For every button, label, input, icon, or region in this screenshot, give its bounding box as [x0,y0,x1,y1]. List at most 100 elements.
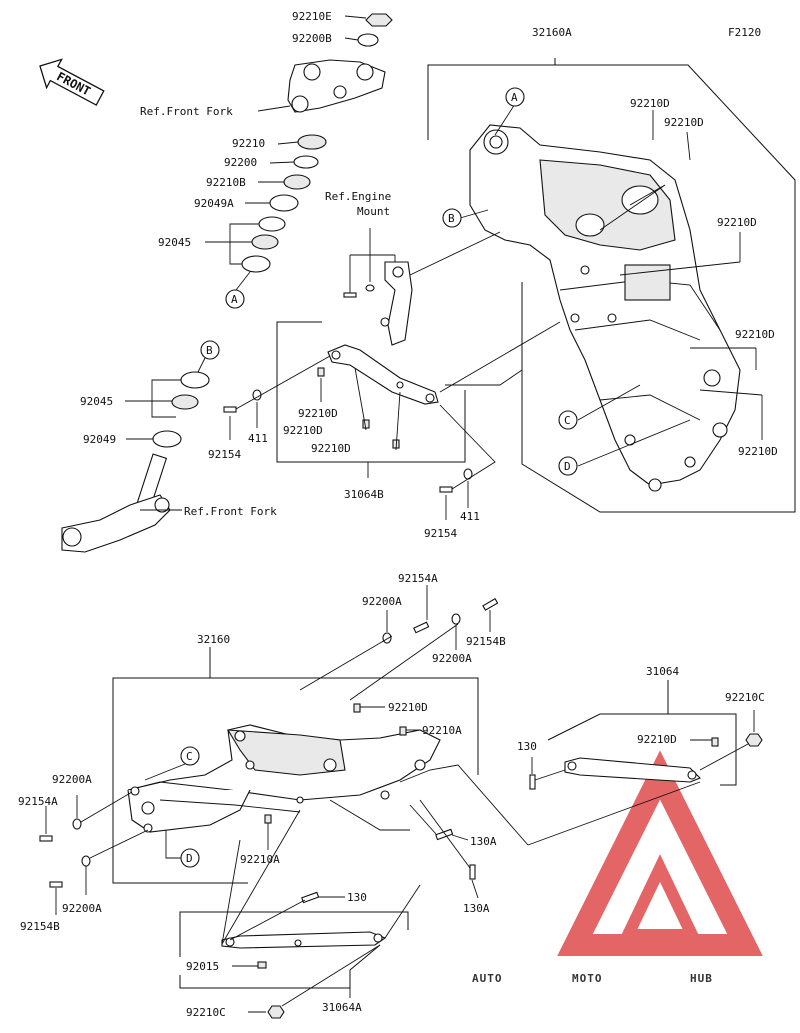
callout-d-rear: D [180,848,200,868]
lower-bracket-box [179,911,409,957]
label-32160a: 32160A [532,26,572,39]
label-92210e: 92210E [292,10,332,23]
main-frame-bracket [427,58,556,140]
label-92045-lower: 92045 [80,395,113,408]
bolt-engine-mount [343,292,357,298]
label-92154a-left: 92154A [18,795,58,808]
svg-text:B: B [206,344,213,357]
label-92210d-b: 92210D [664,116,704,129]
bolt-92154-left [223,406,237,413]
svg-text:A: A [231,293,238,306]
rear-bracket-group: 31064 92210D 92210C 130 [517,665,765,846]
engine-mount-bracket [384,261,413,346]
label-92210a-rear-top: 92210A [422,724,462,737]
rear-bracket-box [547,680,669,741]
label-92154-right: 92154 [424,527,457,540]
bolt-92154b-top [482,598,499,611]
figure-code: F2120 [728,26,761,39]
nut-92210 [297,134,327,150]
svg-text:B: B [448,212,455,225]
label-92200a-top: 92200A [362,595,402,608]
svg-text:A: A [511,91,518,104]
front-label: FRONT [54,69,92,98]
engine-mount-group: 31064B Ref.Engine Mount 92210D 92210D 92… [208,190,561,540]
washer-92200a-left-bottom [81,855,91,867]
label-92210d-em1: 92210D [298,407,338,420]
callout-c-rear: C [180,746,200,766]
rear-frame-group: 32160 92154A 92200A 92154B 92200A [18,572,529,933]
nut-92210b [283,174,311,190]
label-92210d-a: 92210D [630,97,670,110]
washer-92200b [357,33,379,47]
bolt-92154-right [439,486,453,493]
washer-92200a-top [382,632,392,644]
callout-a-frame: A [505,87,525,107]
label-92210d-e: 92210D [738,445,778,458]
bolt-130-bracket [529,774,536,790]
bolt-92154a-left [39,835,53,842]
svg-text:D: D [186,852,193,865]
seal-92049a [269,194,299,212]
callout-b-frame: B [442,208,462,228]
label-92154-left: 92154 [208,448,241,461]
label-92210d-em3: 92210D [311,442,351,455]
watermark-text-auto: AUTO [472,972,503,985]
engine-mount-bar [327,344,439,405]
label-31064: 31064 [646,665,679,678]
label-92049: 92049 [83,433,116,446]
watermark-logo-inner [618,854,702,941]
rear-bracket-bar [564,757,701,783]
bearing-92045-a [258,216,286,232]
label-31064b: 31064B [344,488,384,501]
callout-d-frame: D [558,456,578,476]
label-31064a: 31064A [322,1001,362,1014]
label-92210c-bracket: 92210C [725,691,765,704]
bolt-92154a-top [413,621,430,634]
svg-text:C: C [186,750,193,763]
label-92210d-c: 92210D [717,216,757,229]
lower-bracket-bar [221,931,387,949]
steering-group: 92210E 92200B Ref.Front Fork 92210 92200… [61,10,393,553]
label-92154b-top: 92154B [466,635,506,648]
label-32160: 32160 [197,633,230,646]
watermark-logo-triangle [557,750,763,956]
label-92200a-left-top: 92200A [52,773,92,786]
label-92200: 92200 [224,156,257,169]
label-130a-a: 130A [470,835,497,848]
label-92200b: 92200B [292,32,332,45]
bolt-92154b-left [49,881,63,888]
rear-frame-box [112,647,248,884]
label-92210d-rear: 92210D [388,701,428,714]
label-92200a-right: 92200A [432,652,472,665]
label-92210c-lower: 92210C [186,1006,226,1019]
label-130a-b: 130A [463,902,490,915]
watermark-text-hub: HUB [690,972,713,985]
label-130-lower: 130 [347,891,367,904]
label-130-bracket: 130 [517,740,537,753]
label-92210a-rear-bottom: 92210A [240,853,280,866]
main-frame-drawing [469,124,741,492]
nut-92210c-lower [267,1005,285,1019]
label-92045-upper: 92045 [158,236,191,249]
watermark: AUTO MOTO HUB [472,750,763,985]
label-92210b: 92210B [206,176,246,189]
label-mount: Mount [357,205,390,218]
lower-triple-clamp [61,494,171,553]
seal-92049 [152,430,182,448]
race-92045-lower [180,371,210,389]
callout-c-frame: C [558,410,578,430]
nut-92210c-bracket [745,733,763,747]
washer-92200a-right [451,613,461,625]
lower-bracket-group: 31064A 130 92015 92210C [179,809,421,1019]
label-92210d-d: 92210D [735,328,775,341]
label-92154a-top: 92154A [398,572,438,585]
label-92200a-left-bottom: 92200A [62,902,102,915]
callout-a-steering: A [225,289,245,309]
front-arrow-icon [39,58,105,106]
label-92210: 92210 [232,137,265,150]
label-92015: 92015 [186,960,219,973]
bearing-92045-b [251,234,279,250]
label-ref-engine: Ref.Engine [325,190,391,203]
washer-92200 [293,155,319,169]
